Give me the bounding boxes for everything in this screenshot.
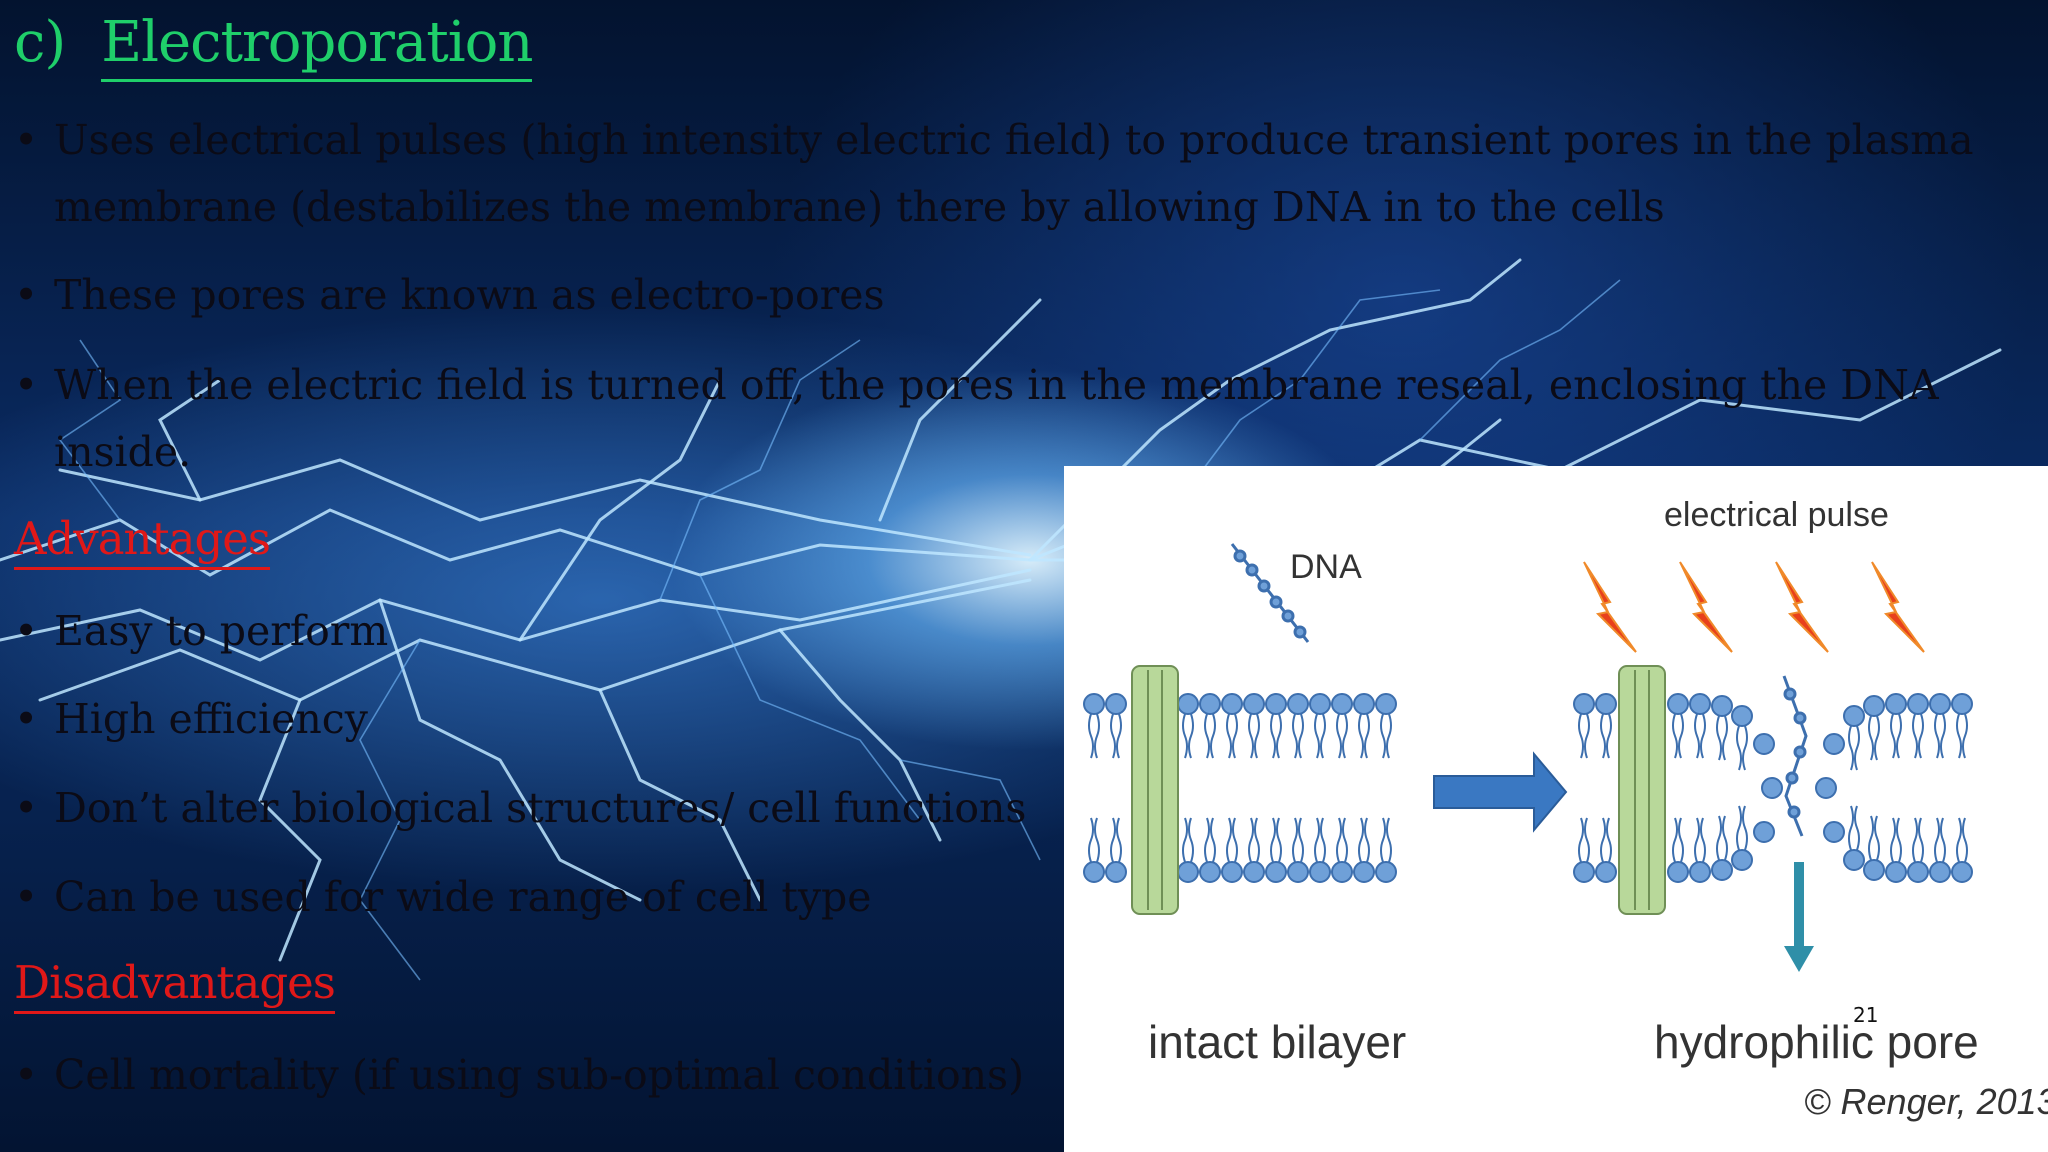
bullet-marker: • bbox=[14, 873, 39, 921]
bullet-marker: • bbox=[14, 1051, 39, 1099]
intact-bilayer bbox=[1083, 665, 1397, 915]
bullet-text: Uses electrical pulses (high intensity e… bbox=[54, 116, 1974, 164]
dna-label: DNA bbox=[1290, 548, 1362, 586]
figure-credit: © Renger, 2013 bbox=[1804, 1081, 2048, 1122]
advantage-item: • Easy to perform bbox=[14, 598, 388, 665]
pore-arrow-icon bbox=[1784, 862, 1814, 972]
hydrophilic-pore-caption: hydrophilic pore bbox=[1654, 1016, 1979, 1068]
dna-in-pore-icon bbox=[1782, 675, 1808, 837]
disadvantage-item: • Cell mortality (if using sub-optimal co… bbox=[14, 1042, 1024, 1109]
slide-title: c) Electroporation bbox=[14, 10, 533, 82]
bullet-marker: • bbox=[14, 695, 39, 743]
electroporation-figure: DNA bbox=[1064, 466, 2048, 1152]
disadvantages-heading: Disadvantages bbox=[14, 956, 336, 1014]
advantage-text: Don’t alter biological structures/ cell … bbox=[54, 784, 1027, 832]
bullet-marker: • bbox=[14, 784, 39, 832]
figure-diagram: DNA bbox=[1083, 496, 2048, 1122]
bullet-marker: • bbox=[14, 116, 39, 164]
bullet-text-continued: membrane (destabilizes the membrane) the… bbox=[54, 183, 1665, 231]
advantage-item: • Don’t alter biological structures/ cell… bbox=[14, 775, 1026, 842]
bullet-marker: • bbox=[14, 271, 39, 319]
transition-arrow-icon bbox=[1433, 751, 1568, 833]
intro-bullet-2: • These pores are known as electro-pores bbox=[14, 262, 885, 329]
bullet-marker: • bbox=[14, 607, 39, 655]
intro-bullet-3: • When the electric field is turned off, … bbox=[14, 352, 1939, 486]
pore-bilayer bbox=[1573, 665, 1973, 915]
dna-strand-icon bbox=[1230, 543, 1310, 643]
advantage-item: • High efficiency bbox=[14, 686, 368, 753]
bullet-text-continued: inside. bbox=[54, 428, 192, 476]
bullet-text: When the electric field is turned off, t… bbox=[54, 361, 1939, 409]
title-text: Electroporation bbox=[101, 10, 533, 82]
advantages-heading: Advantages bbox=[14, 512, 271, 570]
disadvantage-text: Cell mortality (if using sub-optimal con… bbox=[54, 1051, 1025, 1099]
bullet-text: These pores are known as electro-pores bbox=[54, 271, 885, 319]
title-prefix: c) bbox=[14, 10, 66, 75]
advantage-text: Easy to perform bbox=[54, 607, 389, 655]
intact-bilayer-caption: intact bilayer bbox=[1148, 1016, 1406, 1068]
advantage-text: High efficiency bbox=[54, 695, 368, 743]
page-number: 21 bbox=[1853, 1003, 1879, 1027]
electrical-pulse-icon bbox=[1583, 561, 1925, 653]
advantage-item: • Can be used for wide range of cell type bbox=[14, 864, 872, 931]
intro-bullet-1: • Uses electrical pulses (high intensity … bbox=[14, 107, 1974, 241]
bullet-marker: • bbox=[14, 361, 39, 409]
electrical-pulse-label: electrical pulse bbox=[1664, 496, 1889, 534]
advantage-text: Can be used for wide range of cell type bbox=[54, 873, 872, 921]
